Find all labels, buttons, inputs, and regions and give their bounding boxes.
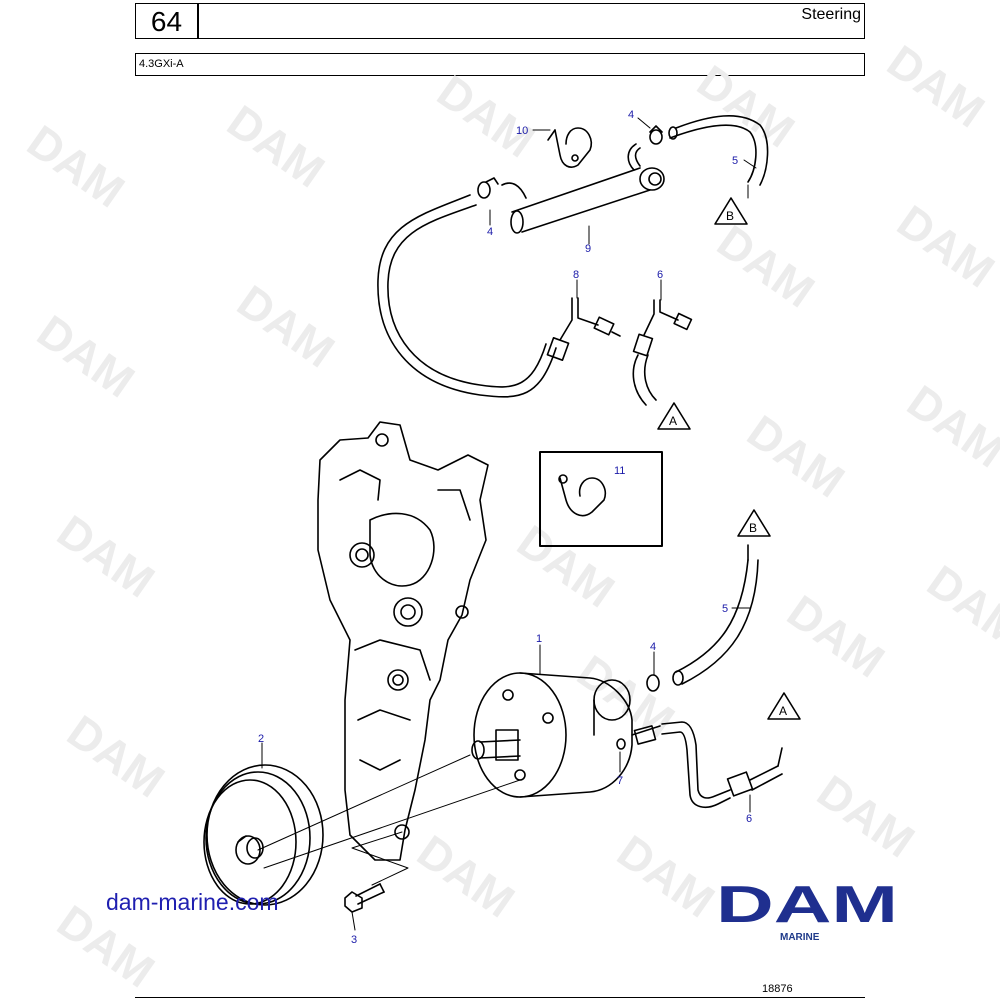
watermark-text: DAM [738, 405, 854, 508]
drawing-number: 18876 [762, 983, 793, 995]
model-box: 4.3GXi-A [135, 53, 865, 76]
marker-b-lower-triangle [737, 509, 771, 537]
pulley [203, 764, 324, 906]
brand-subtitle: MARINE [780, 932, 820, 943]
callout-4-left: 4 [487, 226, 493, 238]
watermark-text: DAM [608, 825, 724, 928]
watermark-text: DAM [808, 765, 924, 868]
callout-11: 11 [614, 465, 625, 477]
callout-10: 10 [516, 125, 528, 137]
callout-6-upper: 6 [657, 269, 663, 281]
watermark: DAM DAM DAM DAM DAM DAM DAM DAM DAM DAM … [18, 35, 1000, 998]
bolt [344, 883, 385, 913]
model-label: 4.3GXi-A [139, 58, 184, 70]
marker-a-lower: A [779, 704, 787, 718]
callout-5-lower: 5 [722, 603, 728, 615]
alignment-lines [257, 754, 521, 886]
watermark-text: DAM [918, 555, 1000, 658]
callout-5-upper: 5 [732, 155, 738, 167]
o-ring [616, 738, 626, 750]
watermark-text: DAM [18, 115, 134, 218]
brand-logo-text: DAM [716, 880, 898, 924]
pressure-hose-upper [632, 299, 693, 406]
watermark-text: DAM [888, 195, 1000, 298]
callout-6-lower: 6 [746, 813, 752, 825]
pressure-hose-lower [631, 721, 783, 809]
watermark-text: DAM [708, 215, 824, 318]
callout-1: 1 [536, 633, 542, 645]
callout-9: 9 [585, 243, 591, 255]
watermark-text: DAM [778, 585, 894, 688]
watermark-text: DAM [688, 55, 804, 158]
inset-box [539, 451, 663, 547]
oil-pipe [501, 143, 665, 234]
hose-clamp-top [649, 125, 663, 145]
marker-b-lower: B [749, 521, 757, 535]
hose-clamp-left [477, 177, 499, 199]
watermark-text: DAM [898, 375, 1000, 478]
watermark-text: DAM [428, 65, 544, 168]
pipe-clip [547, 127, 593, 168]
watermark-text: DAM [228, 275, 344, 378]
section-title: Steering [801, 6, 861, 23]
callout-4-lower: 4 [650, 641, 656, 653]
callout-8: 8 [573, 269, 579, 281]
mounting-bracket [317, 421, 489, 861]
hose-clamp-lower [646, 674, 660, 692]
return-hose [377, 194, 557, 398]
watermark-text: DAM [218, 95, 334, 198]
watermark-text: DAM [28, 305, 144, 408]
footer-rule [135, 997, 865, 998]
website-link[interactable]: dam-marine.com [106, 889, 279, 915]
inset-clip [558, 474, 607, 517]
brand-logo: DAM [716, 880, 898, 924]
marker-a-lower-triangle [767, 692, 801, 720]
leader-lines [261, 117, 757, 931]
callout-4-top: 4 [628, 109, 634, 121]
watermark-text: DAM [878, 35, 994, 138]
marker-b-upper: B [726, 209, 734, 223]
watermark-text: DAM [48, 505, 164, 608]
supply-hose-lower [672, 544, 759, 686]
callout-7: 7 [617, 775, 623, 787]
watermark-text: DAM [58, 705, 174, 808]
section-number: 64 [150, 6, 183, 37]
marker-b-upper-triangle [714, 197, 748, 225]
watermark-text: DAM [568, 645, 684, 748]
callout-3: 3 [351, 934, 357, 946]
watermark-text: DAM [508, 515, 624, 618]
marker-a-upper: A [669, 414, 677, 428]
callout-2: 2 [258, 733, 264, 745]
title-box: Steering [198, 3, 865, 39]
pressure-pipe [546, 297, 621, 361]
marker-a-upper-triangle [657, 402, 691, 430]
watermark-text: DAM [408, 825, 524, 928]
section-number-box: 64 [135, 3, 198, 39]
